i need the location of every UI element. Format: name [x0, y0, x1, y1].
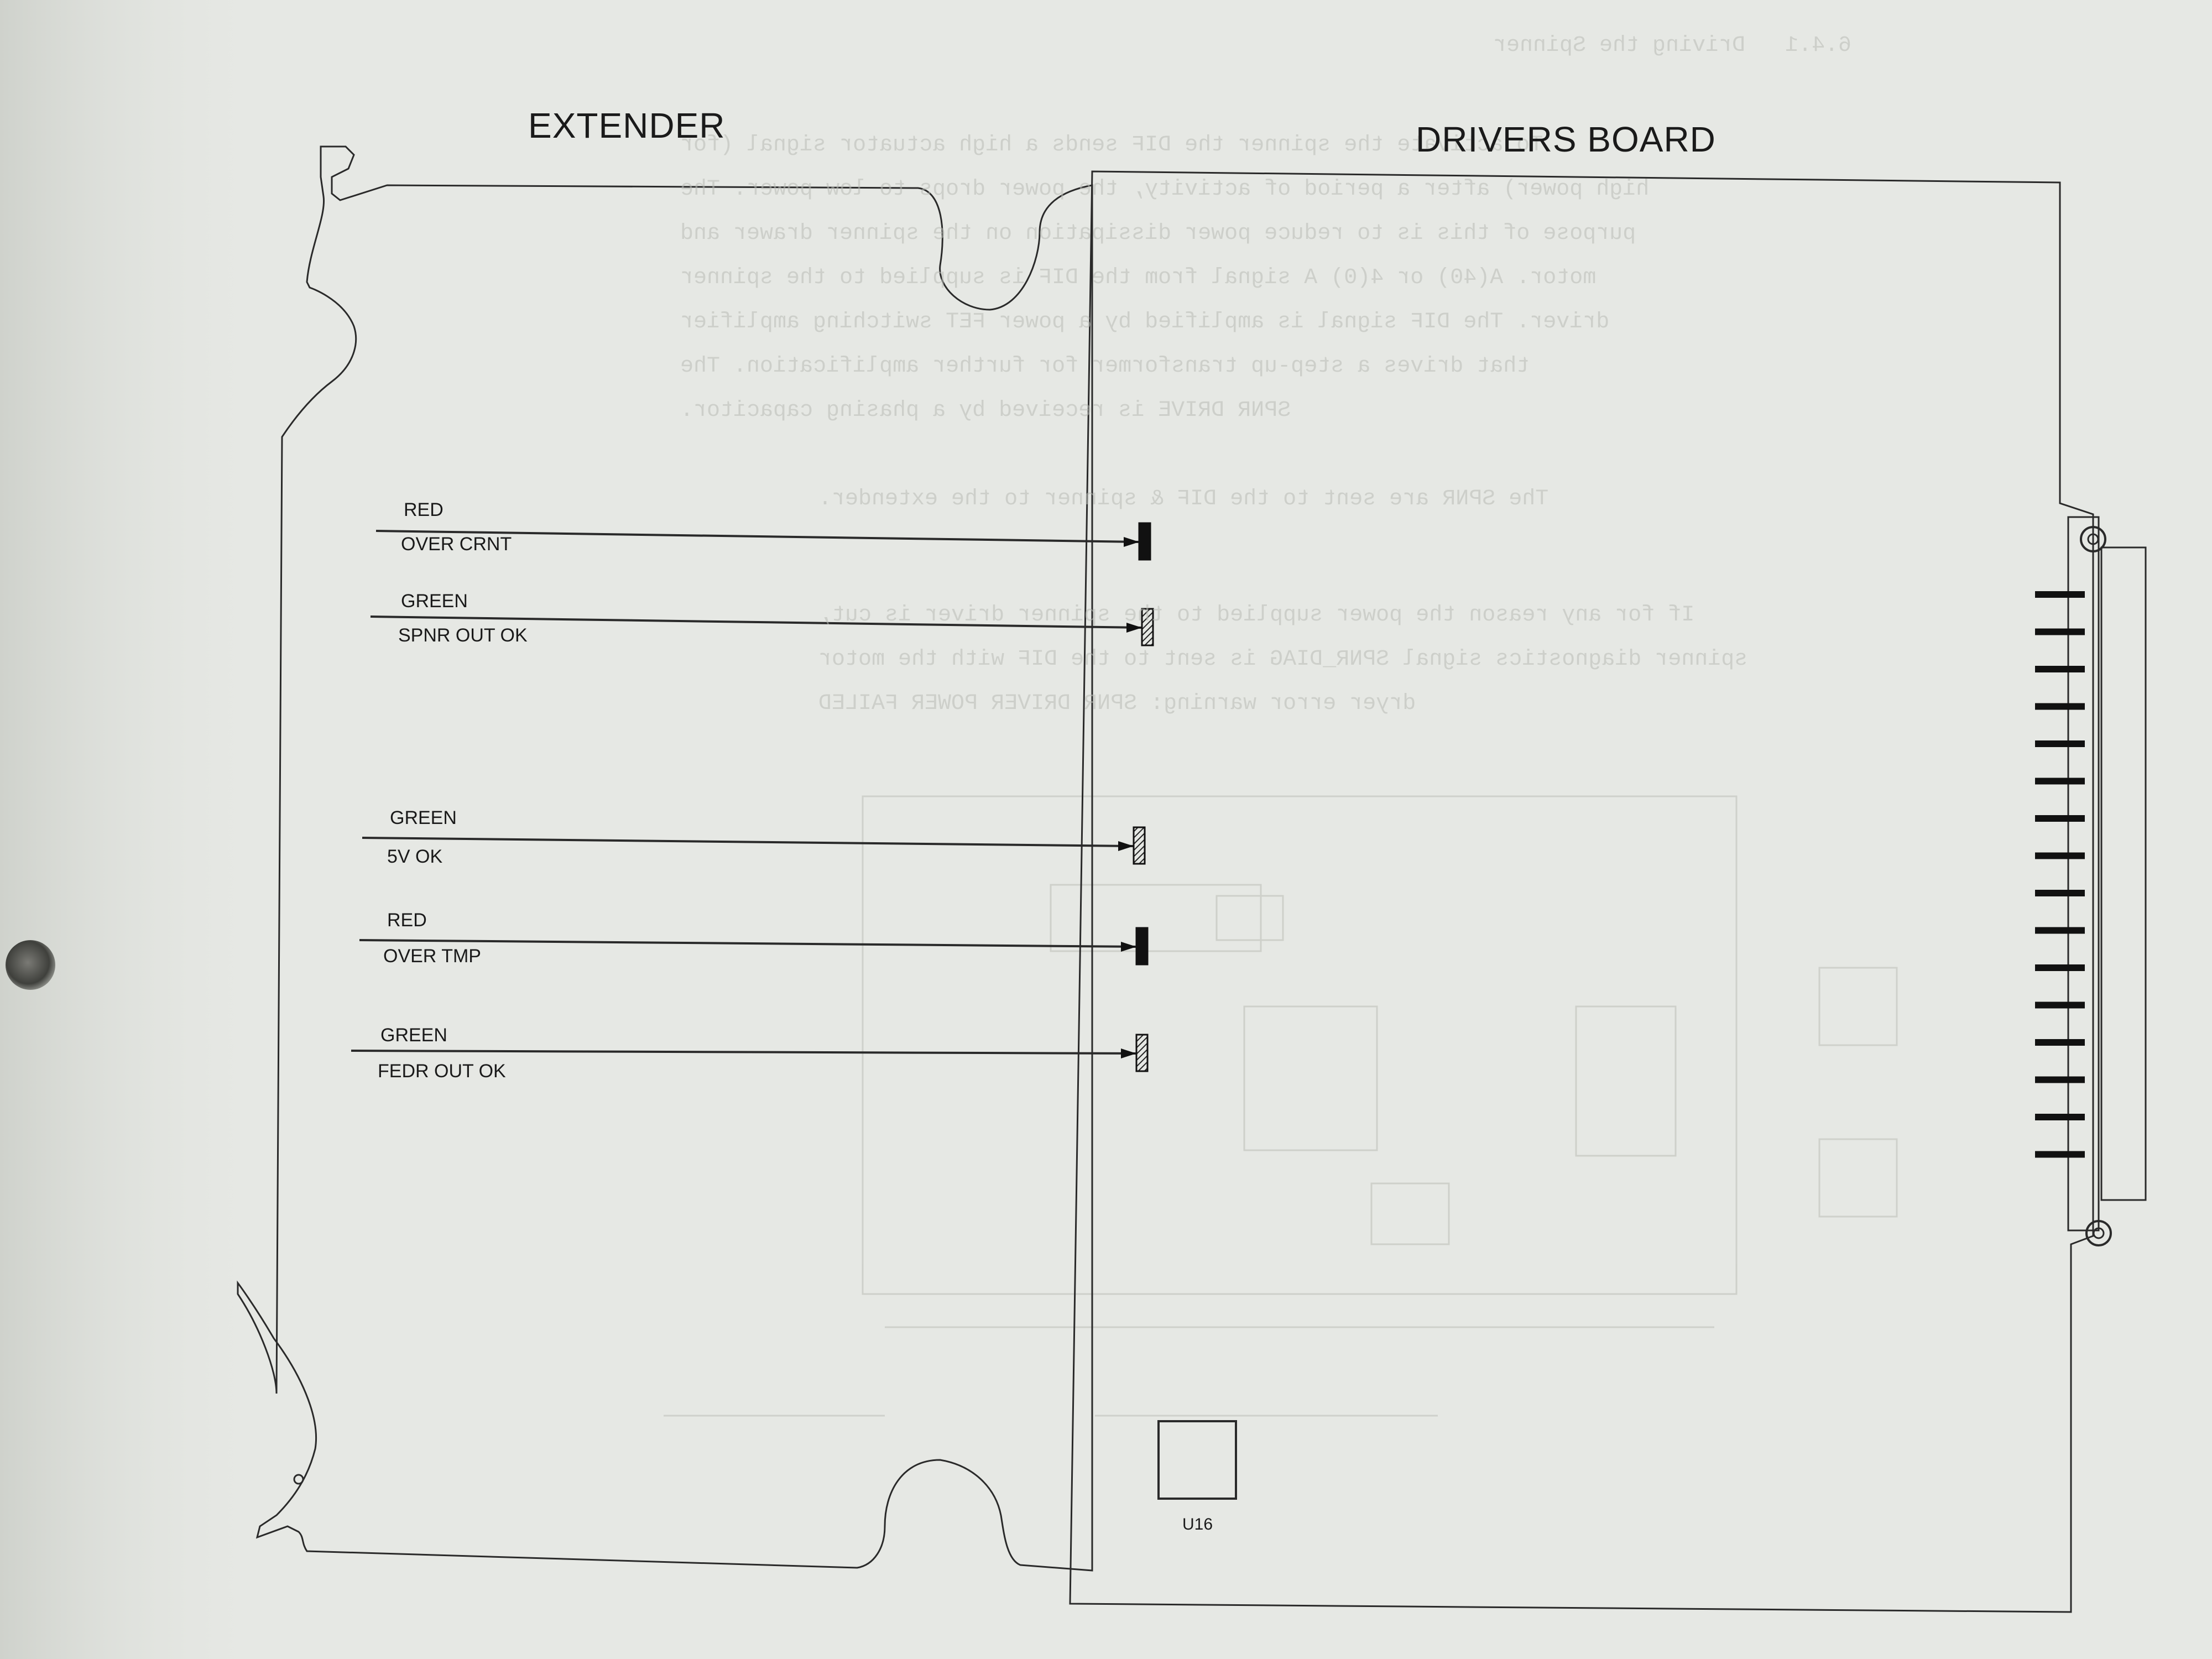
led-color-label: GREEN — [380, 1025, 447, 1046]
mount-screw-bottom — [2085, 1220, 2112, 1246]
led-indicator-icon — [1133, 826, 1146, 865]
led-color-label: GREEN — [390, 807, 457, 828]
bleed-through-line: The SPNR are sent to the DIF & spinner t… — [818, 487, 1549, 512]
led-signal-label: SPNR OUT OK — [398, 625, 528, 646]
led-color-label: GREEN — [401, 591, 468, 612]
arrow-head-icon — [1126, 623, 1142, 633]
bleed-through-line: SPNR DRIVE is received by a phasing capa… — [680, 398, 1291, 423]
led-color-label: RED — [404, 499, 444, 520]
bleed-through-line: If for any reason the power supplied to … — [818, 603, 1695, 628]
arrow-head-icon — [1121, 942, 1136, 952]
bleed-through-line: 6.4.1 Driving the Spinner — [1493, 33, 1852, 58]
led-signal-label: OVER TMP — [383, 946, 481, 967]
extender-title: EXTENDER — [528, 106, 726, 145]
led-callout-line — [362, 837, 1134, 847]
bleed-through-line: purpose of this is to reduce power dissi… — [680, 221, 1636, 246]
led-indicator-icon — [1141, 608, 1154, 646]
extender-hole — [293, 1474, 304, 1485]
led-color-label: RED — [387, 910, 427, 931]
led-callout-line — [359, 939, 1137, 948]
extender-card-outline — [237, 145, 1093, 1572]
led-indicator-icon — [1138, 522, 1151, 561]
bleed-through-line: To activate the spinner the DIF sends a … — [680, 133, 1543, 158]
led-signal-label: FEDR OUT OK — [378, 1061, 506, 1082]
bleed-through-line: driver. The DIF signal is amplified by a… — [680, 310, 1610, 335]
bleed-through-line: spinner diagnostics signal SPNR_DIAG is … — [818, 647, 1748, 672]
led-callout-line — [370, 615, 1142, 629]
mount-screw-top — [2080, 526, 2106, 552]
bleed-through-line: motor. A(40) or 4(0) A signal from the D… — [680, 265, 1597, 290]
led-signal-label: OVER CRNT — [401, 534, 512, 555]
chip-u16 — [1157, 1420, 1237, 1500]
led-indicator-icon — [1135, 927, 1149, 966]
chip-u16-label: U16 — [1182, 1515, 1213, 1533]
drivers-board-outline — [1069, 170, 2094, 1613]
bleed-through-schematic — [664, 795, 1898, 1417]
bleed-through-line: dryer error warning: SPNR DRIVER POWER F… — [818, 691, 1416, 716]
arrow-head-icon — [1118, 841, 1134, 851]
led-signal-label: 5V OK — [387, 846, 443, 867]
led-callout-line — [375, 530, 1140, 543]
arrow-head-icon — [1124, 537, 1139, 547]
hole-punch — [6, 940, 55, 990]
bleed-through-line: that drives a step-up transformer for fu… — [680, 354, 1530, 379]
arrow-head-icon — [1121, 1048, 1136, 1058]
edge-connector — [2035, 516, 2147, 1246]
drivers-board-title: DRIVERS BOARD — [1416, 119, 1716, 159]
led-callout-line — [351, 1050, 1137, 1055]
bleed-through-line: high power) after a period of activity, … — [680, 177, 1650, 202]
led-indicator-icon — [1135, 1034, 1149, 1072]
